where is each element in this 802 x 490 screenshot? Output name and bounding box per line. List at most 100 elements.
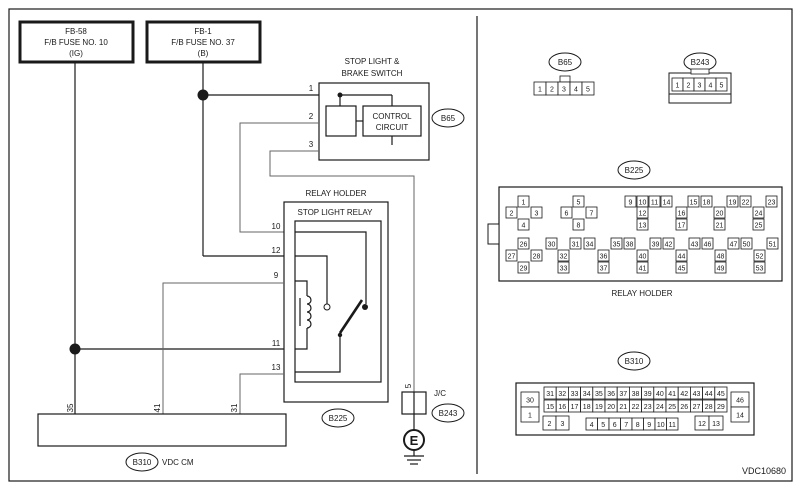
b225-pin-7-cell: [585, 206, 598, 219]
b225-pin-49-cell: [714, 261, 727, 274]
b225-pin-6: 6: [565, 211, 569, 218]
b310-pin-39: 39: [644, 391, 652, 398]
b225-pin-37-cell: [597, 261, 610, 274]
relay-pin-10: 10: [272, 222, 281, 231]
b65-pin-1: 1: [538, 87, 542, 94]
b310-pin-13: 13: [712, 421, 720, 428]
vdc-pin-35: 35: [66, 403, 75, 412]
fuse-fb58-supply: (IG): [69, 49, 83, 58]
wire-relay13-to-vdc31: [239, 373, 284, 414]
wire-switch2-to-relay10: [239, 122, 319, 233]
b225-pin-17: 17: [678, 223, 686, 230]
b310-pin-24: 24: [656, 404, 664, 411]
b225-pin-17-cell: [675, 218, 688, 231]
b225-pin-29: 29: [520, 266, 528, 273]
b225-pin-51-cell: [766, 237, 779, 250]
b225-pin-50-cell: [740, 237, 753, 250]
b310-pin-4: 4: [590, 422, 594, 429]
b310-pin-20: 20: [607, 404, 615, 411]
b225-pin-15-cell: [687, 195, 700, 208]
b310-pin-34: 34: [583, 391, 591, 398]
vdc-cm-body: [37, 413, 287, 447]
wire-relay9-to-vdc41: [162, 282, 284, 414]
b310-pin-23: 23: [644, 404, 652, 411]
b243-pin-4: 4: [709, 83, 713, 90]
diagram-frame: [8, 8, 793, 482]
b225-pin-7: 7: [590, 211, 594, 218]
b225-pin-20: 20: [716, 211, 724, 218]
b225-pin-12: 12: [639, 211, 647, 218]
b225-pin-21-cell: [713, 218, 726, 231]
b225-pin-49: 49: [717, 266, 725, 273]
switch-connector-id: B65: [441, 114, 456, 123]
b225-pin-19: 19: [729, 200, 737, 207]
b310-pin-27: 27: [693, 404, 701, 411]
b225-pin-11-cell: [648, 195, 661, 208]
b225-pin-14-cell: [660, 195, 673, 208]
b310-pin-43: 43: [693, 391, 701, 398]
b225-pin-10: 10: [639, 200, 647, 207]
b310-pin-38: 38: [632, 391, 640, 398]
relay-pin-9: 9: [274, 271, 279, 280]
b310-pin-37: 37: [619, 391, 627, 398]
b310-pin-2: 2: [548, 421, 552, 428]
b225-pin-2-cell: [505, 206, 518, 219]
b225-pin-29-cell: [517, 261, 530, 274]
b310-pin-9: 9: [647, 422, 651, 429]
b225-pin-45: 45: [678, 266, 686, 273]
fuse-fb1-id: FB-1: [194, 27, 212, 36]
b243-pin-1: 1: [676, 83, 680, 90]
b310-pin-40: 40: [656, 391, 664, 398]
b65-pin-5-cell: [581, 81, 595, 96]
b225-pin-24: 24: [755, 211, 763, 218]
vdc-pin-41: 41: [153, 403, 162, 412]
b310-pin-36: 36: [607, 391, 615, 398]
b310-pin-22: 22: [632, 404, 640, 411]
b225-pin-4: 4: [522, 223, 526, 230]
b225-pin-18-cell: [700, 195, 713, 208]
b65-name: B65: [558, 58, 573, 67]
b310-pin-17: 17: [571, 404, 579, 411]
b225-pin-37: 37: [600, 266, 608, 273]
fuse-fb1-name: F/B FUSE NO. 37: [171, 38, 235, 47]
b65-pin-3: 3: [562, 87, 566, 94]
b225-pin-23: 23: [768, 200, 776, 207]
b225-pin-53: 53: [756, 266, 764, 273]
b310-pin-19: 19: [595, 404, 603, 411]
b310-pin-1: 1: [528, 413, 532, 420]
b243-pin-5: 5: [720, 83, 724, 90]
b225-pin-8: 8: [577, 223, 581, 230]
ground-jc: 5 J/C B243 E: [401, 383, 465, 465]
relay-connector-badge: [321, 408, 355, 428]
b225-pin-30: 30: [548, 242, 556, 249]
b310-pin-31: 31: [546, 391, 554, 398]
b225-pin-42: 42: [665, 242, 673, 249]
b225-pin-15: 15: [690, 200, 698, 207]
control-circuit-label-2: CIRCUIT: [376, 123, 409, 132]
b225-pin-35: 35: [613, 242, 621, 249]
vdc-cm: 35 41 31 B310 VDC CM: [37, 403, 287, 472]
b225-pin-26: 26: [520, 242, 528, 249]
ground-pin: 5: [404, 383, 413, 388]
b243-pin-3: 3: [698, 83, 702, 90]
b310-pin-13-cell: [708, 415, 724, 431]
b225-pin-39-cell: [649, 237, 662, 250]
b310-pin-16: 16: [558, 404, 566, 411]
relay-pin-11: 11: [272, 339, 281, 348]
b225-pin-47-cell: [727, 237, 740, 250]
b225-pin-25: 25: [755, 223, 763, 230]
b225-pin-47: 47: [730, 242, 738, 249]
b310-pin-46: 46: [736, 398, 744, 405]
b225-pin-53-cell: [753, 261, 766, 274]
b225-pin-39: 39: [652, 242, 660, 249]
b225-pin-21: 21: [716, 223, 724, 230]
b225-pin-5: 5: [577, 200, 581, 207]
b225-pin-38-cell: [623, 237, 636, 250]
fuse-fb58: FB-58 F/B FUSE NO. 10 (IG): [18, 20, 135, 64]
b225-pin-26-cell: [517, 237, 530, 250]
